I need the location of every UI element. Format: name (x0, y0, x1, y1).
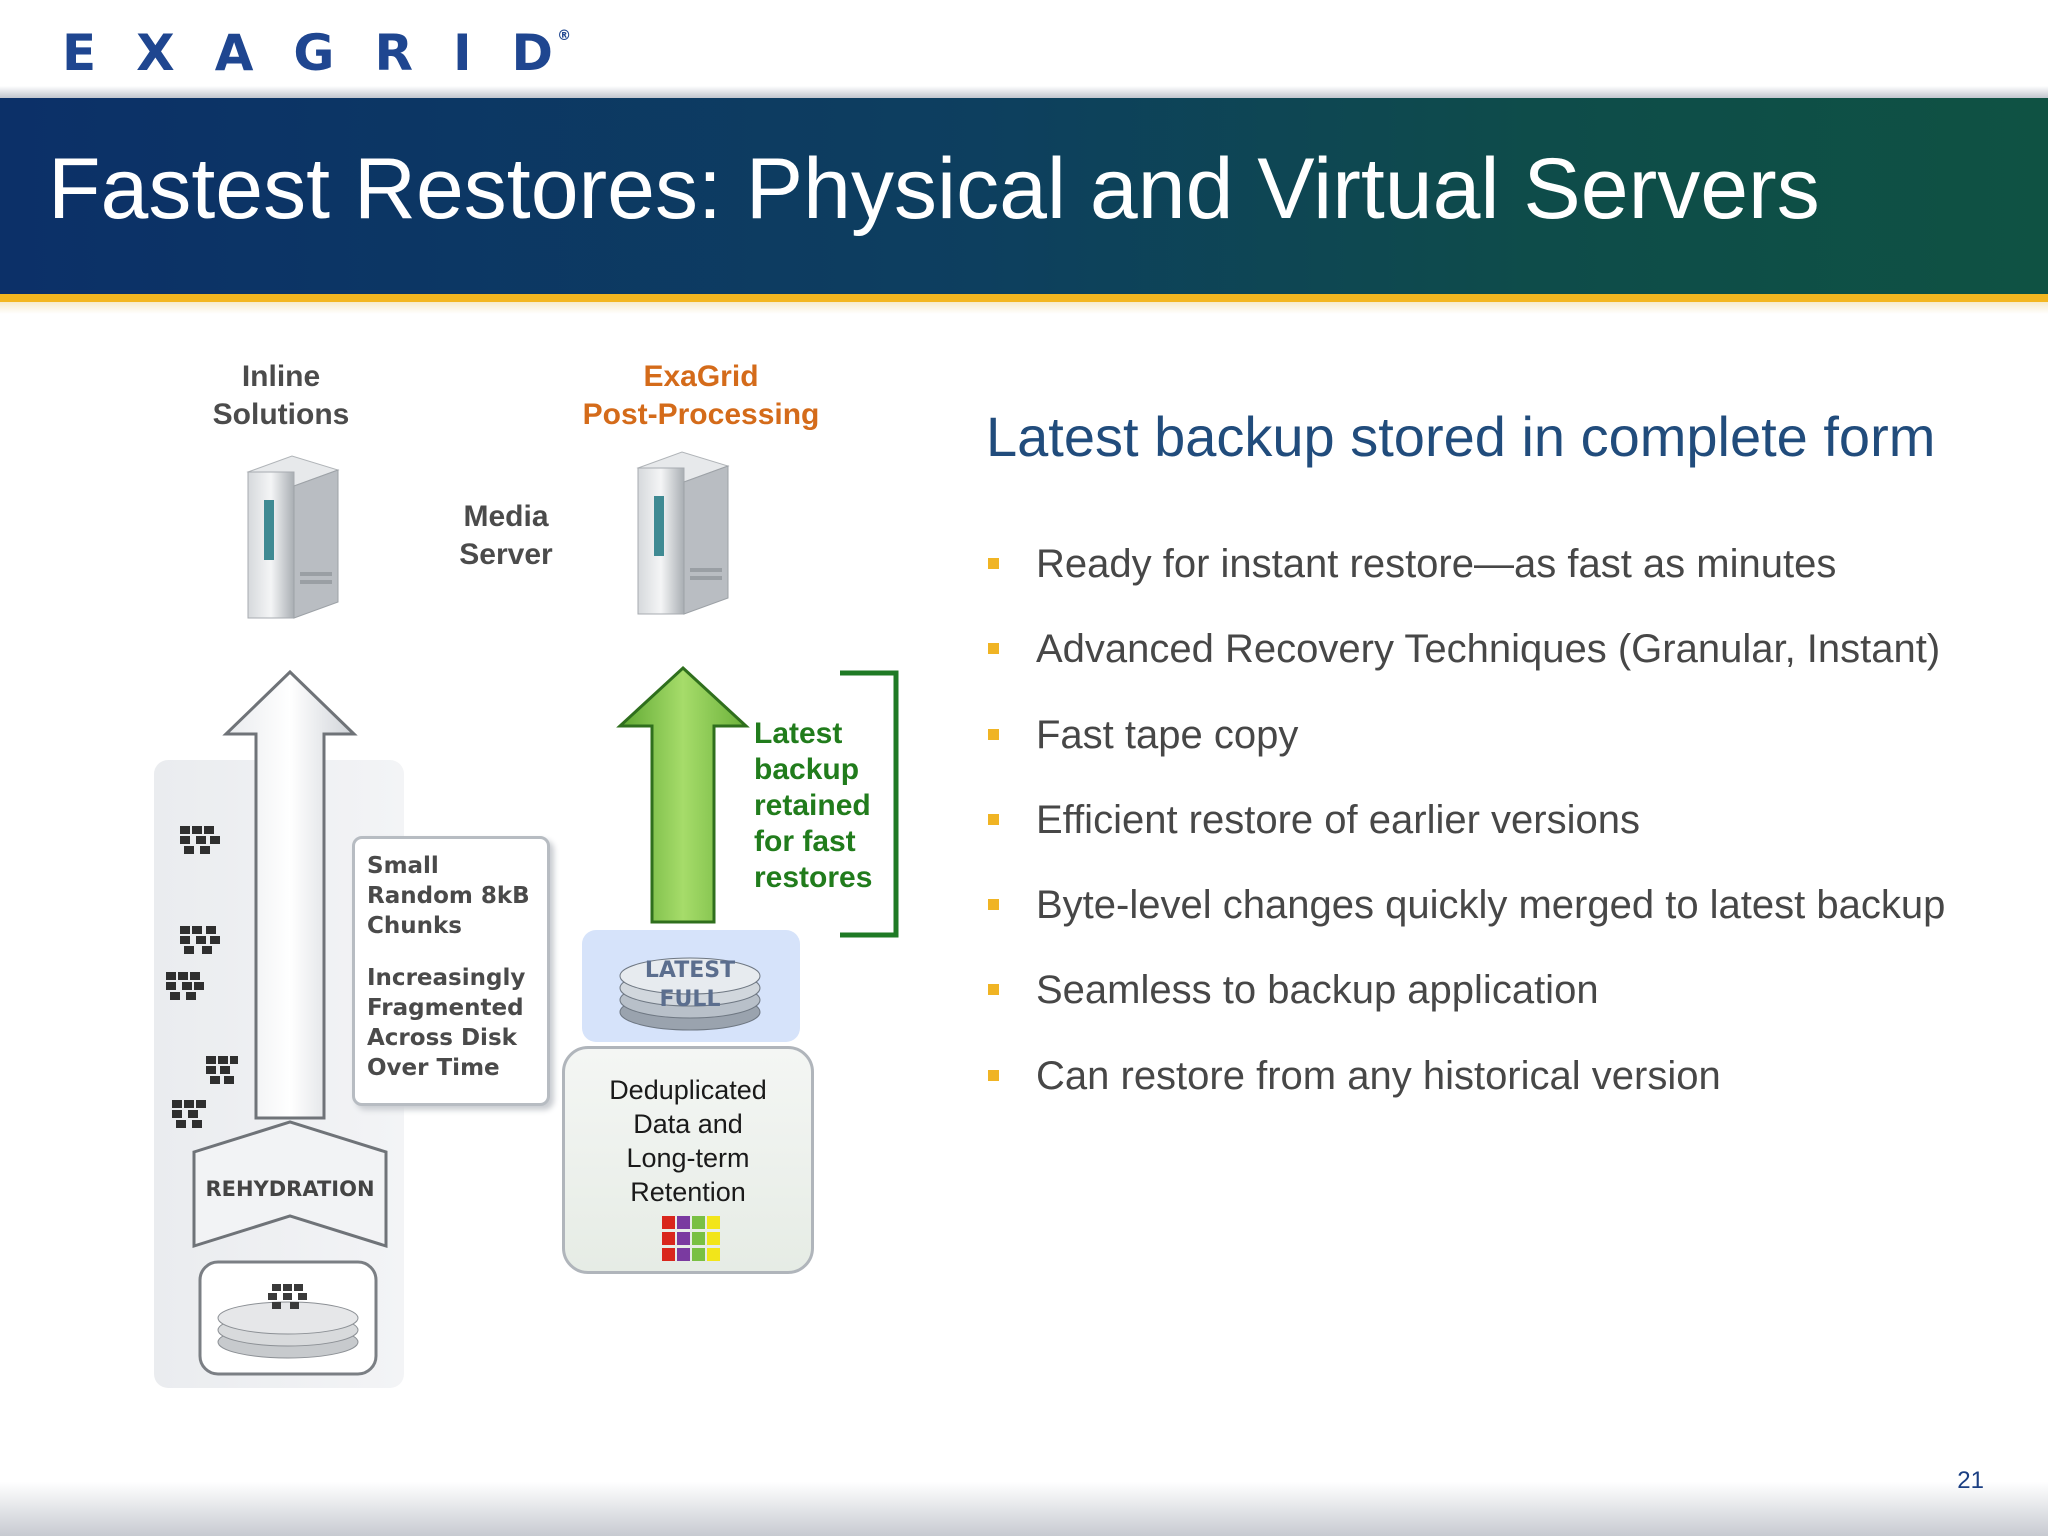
media-server-line1: Media (463, 500, 549, 533)
latest-full-disk-icon: LATEST FULL (619, 957, 761, 1031)
fragmented-chunks-icons (166, 826, 238, 1128)
dedup-line: Retention (630, 1177, 746, 1207)
inline-label-line2: Solutions (212, 398, 350, 431)
page-number: 21 (1957, 1467, 1984, 1494)
retained-line: Latest (754, 717, 843, 750)
inline-label-line1: Inline (241, 360, 321, 393)
bullet-square-icon (988, 558, 999, 569)
rehydration-chevron: REHYDRATION (192, 1120, 388, 1249)
fragmented-disk-icon (198, 1260, 378, 1376)
exagrid-postprocessing-label: ExaGrid Post-Processing (566, 358, 836, 434)
logo-text: EXAGRID (62, 24, 594, 82)
exagrid-label-line1: ExaGrid (643, 360, 759, 393)
server-icon-exagrid (636, 451, 730, 615)
callout-line: Increasingly (367, 965, 526, 991)
media-server-label: Media Server (446, 498, 566, 574)
dedup-line: Data and (633, 1109, 743, 1139)
rehydration-up-arrow (222, 669, 358, 1120)
server-icon-inline (246, 455, 340, 619)
exagrid-label-line2: Post-Processing (582, 398, 820, 431)
callout-line: Random 8kB (367, 883, 530, 909)
retained-line: for fast (754, 825, 856, 858)
callout-line: Over Time (367, 1055, 500, 1081)
gold-divider-shadow (0, 302, 2048, 314)
retained-line: retained (754, 789, 871, 822)
title-bar: Fastest Restores: Physical and Virtual S… (0, 98, 2048, 294)
registered-mark: ® (557, 28, 572, 44)
slide-title: Fastest Restores: Physical and Virtual S… (48, 141, 1820, 237)
footer-shadow (0, 1482, 2048, 1536)
bullet-square-icon (988, 813, 999, 825)
header-shadow (0, 86, 2048, 100)
inline-solutions-label: Inline Solutions (186, 358, 376, 434)
bullet-square-icon (988, 643, 999, 655)
retained-line: restores (754, 861, 873, 894)
callout-line: Small (367, 853, 439, 879)
callout-line: Fragmented (367, 995, 524, 1021)
latest-full-line1: LATEST (645, 958, 735, 983)
callout-line: Chunks (367, 913, 462, 939)
callout-line: Across Disk (367, 1025, 517, 1051)
latest-full-line2: FULL (660, 987, 721, 1012)
bullet-text: Byte-level changes quickly merged to lat… (1036, 883, 1946, 928)
bullet-square-icon (988, 1069, 999, 1081)
bullet-square-icon (988, 984, 999, 996)
exagrid-logo: EXAGRID® (62, 24, 607, 82)
rehydration-label: REHYDRATION (205, 1177, 374, 1201)
fragmentation-callout: Small Random 8kB Chunks Increasingly Fra… (352, 836, 550, 1106)
retention-bracket (840, 670, 899, 938)
bullet-text: Fast tape copy (1036, 712, 1299, 757)
bullet-text: Ready for instant restore—as fast as min… (1036, 542, 1837, 586)
dedup-line: Long-term (626, 1143, 750, 1173)
gold-divider (0, 294, 2048, 302)
section-heading: Latest backup stored in complete form (986, 405, 1936, 468)
dedup-color-blocks-icon (662, 1216, 720, 1261)
bullet-text: Seamless to backup application (1036, 968, 1599, 1013)
latest-backup-up-arrow (616, 665, 750, 924)
bullet-text: Efficient restore of earlier versions (1036, 797, 1640, 842)
retained-line: backup (754, 753, 860, 786)
bullet-square-icon (988, 899, 999, 911)
dedup-line: Deduplicated (609, 1075, 767, 1105)
retained-label: Latest backup retained for fast restores (754, 716, 872, 896)
bullet-text: Advanced Recovery Techniques (Granular, … (1036, 627, 1941, 672)
bullet-text: Can restore from any historical version (1036, 1053, 1721, 1098)
media-server-line2: Server (459, 538, 553, 571)
bullet-square-icon (988, 728, 999, 740)
